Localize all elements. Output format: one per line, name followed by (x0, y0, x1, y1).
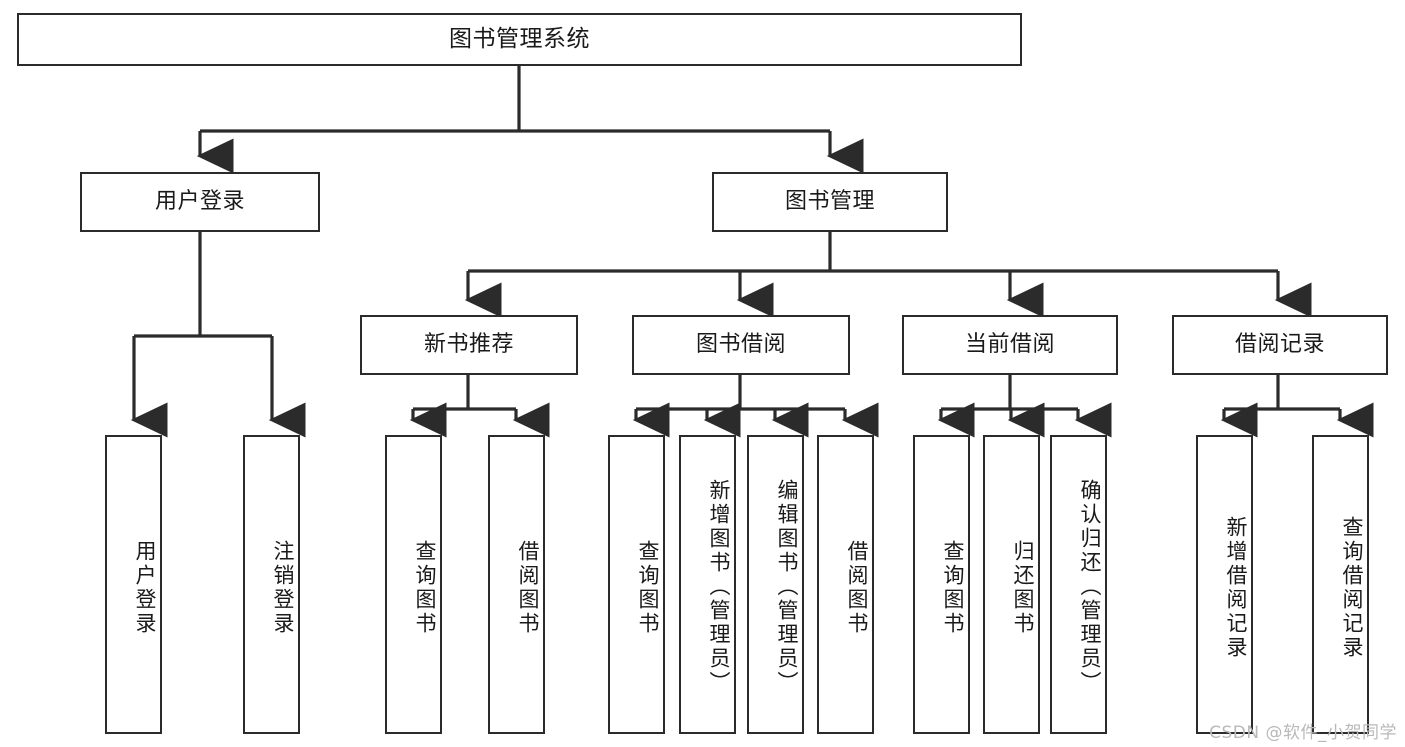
node-label: 查询借阅记录 (1340, 515, 1364, 660)
node-label: 查询图书 (413, 539, 437, 636)
node-borrow-record[interactable]: 借阅记录 (1172, 315, 1388, 375)
leaf-add-borrow-record[interactable]: 新增借阅记录 (1196, 435, 1253, 734)
leaf-add-book-admin[interactable]: 新增图书（管理员） (679, 435, 736, 734)
leaf-query-book-new[interactable]: 查询图书 (385, 435, 442, 734)
leaf-query-book-current[interactable]: 查询图书 (913, 435, 970, 734)
leaf-confirm-return-admin[interactable]: 确认归还（管理员） (1050, 435, 1107, 734)
node-book-borrow[interactable]: 图书借阅 (632, 315, 850, 375)
leaf-borrow-book[interactable]: 借阅图书 (817, 435, 874, 734)
node-label: 用户登录 (154, 188, 245, 214)
node-user-login[interactable]: 用户登录 (80, 172, 320, 232)
node-label: 归还图书 (1011, 539, 1035, 636)
node-book-management[interactable]: 图书管理 (712, 172, 948, 232)
node-label: 用户登录 (133, 539, 157, 636)
node-label: 查询图书 (636, 539, 660, 636)
node-label: 借阅记录 (1234, 331, 1325, 357)
node-label: 图书管理 (784, 188, 875, 214)
node-label: 当前借阅 (964, 331, 1055, 357)
node-current-borrow[interactable]: 当前借阅 (902, 315, 1118, 375)
node-label: 注销登录 (271, 539, 295, 636)
node-label: 新增图书（管理员） (707, 478, 731, 695)
node-label: 编辑图书（管理员） (775, 478, 799, 695)
node-new-book-recommend[interactable]: 新书推荐 (360, 315, 578, 375)
csdn-watermark: CSDN @软件_小贺同学 (1209, 723, 1397, 743)
leaf-edit-book-admin[interactable]: 编辑图书（管理员） (747, 435, 804, 734)
leaf-borrow-book-new[interactable]: 借阅图书 (488, 435, 545, 734)
node-label: 借阅图书 (845, 539, 869, 636)
leaf-query-borrow-record[interactable]: 查询借阅记录 (1312, 435, 1369, 734)
node-label: 图书管理系统 (449, 25, 590, 52)
node-root-system[interactable]: 图书管理系统 (17, 13, 1022, 66)
node-label: 图书借阅 (695, 331, 786, 357)
node-label: 确认归还（管理员） (1078, 478, 1102, 695)
leaf-query-book-borrow[interactable]: 查询图书 (608, 435, 665, 734)
leaf-user-login[interactable]: 用户登录 (105, 435, 162, 734)
node-label: 查询图书 (941, 539, 965, 636)
node-label: 新书推荐 (423, 331, 514, 357)
node-label: 借阅图书 (516, 539, 540, 636)
node-label: 新增借阅记录 (1224, 515, 1248, 660)
leaf-logout[interactable]: 注销登录 (243, 435, 300, 734)
leaf-return-book[interactable]: 归还图书 (983, 435, 1040, 734)
